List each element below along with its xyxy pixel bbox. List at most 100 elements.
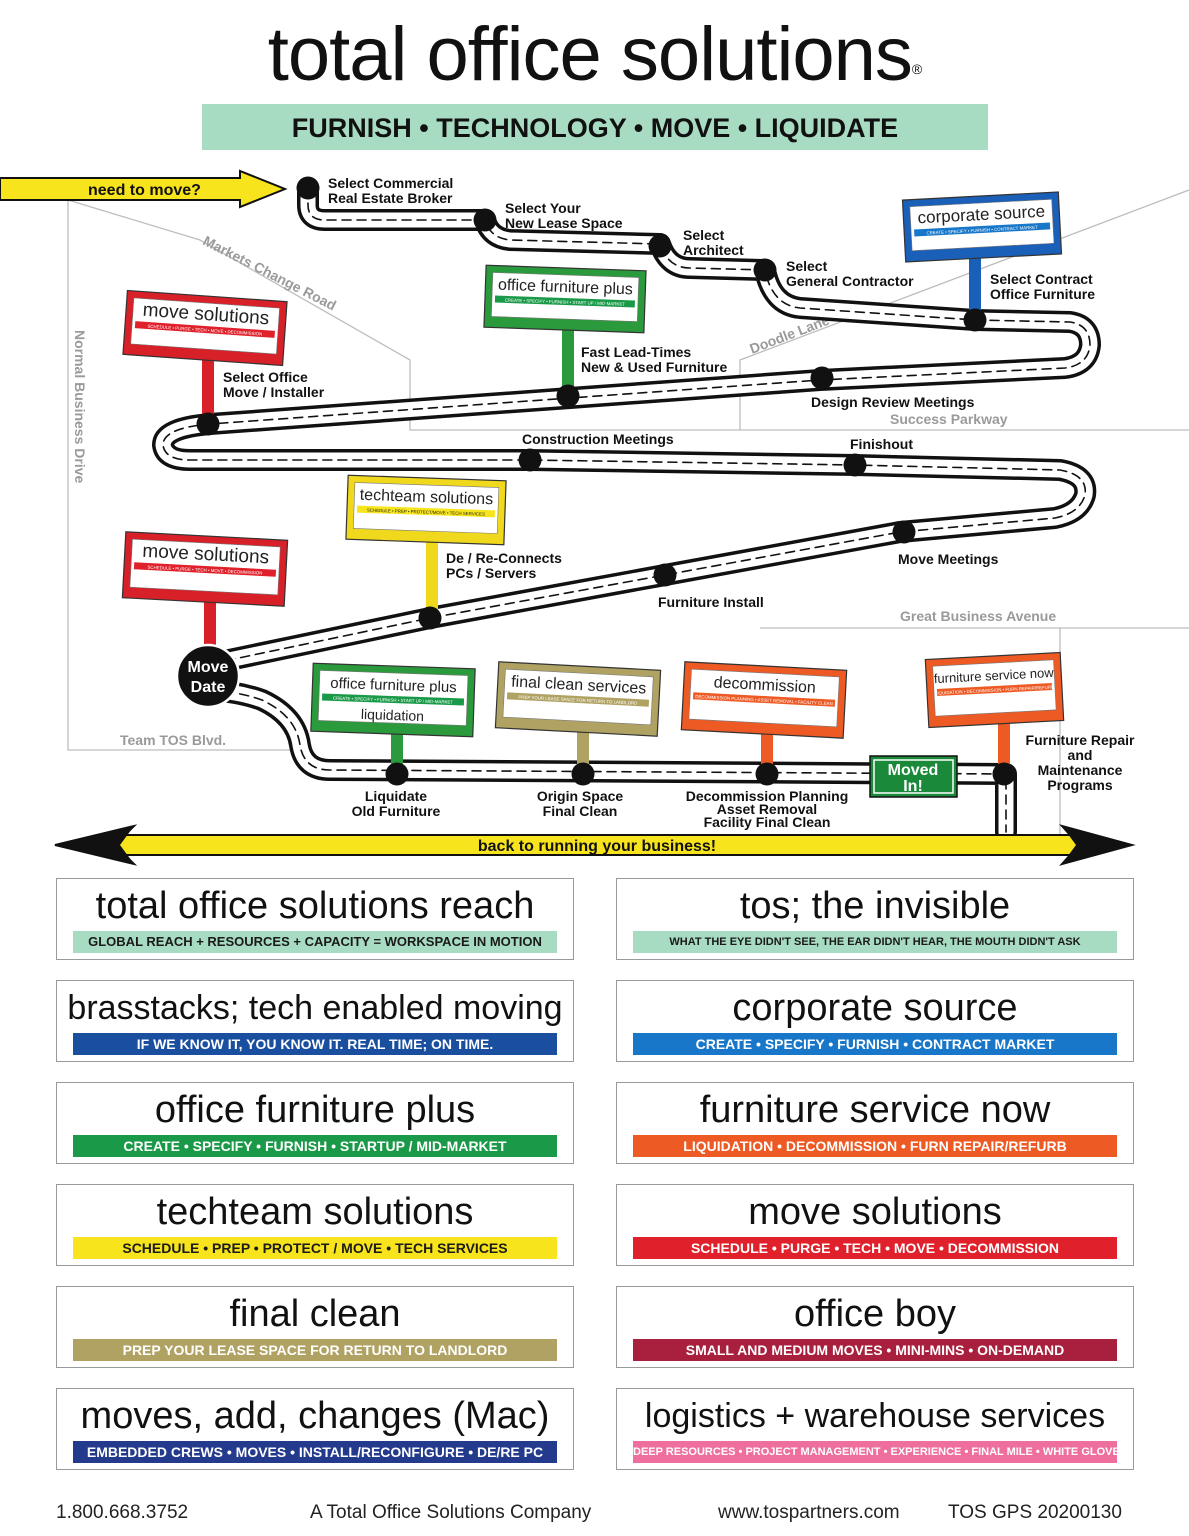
service-card-tagline: SCHEDULE • PURGE • TECH • MOVE • DECOMMI… — [633, 1237, 1117, 1259]
service-card-tagline: WHAT THE EYE DIDN'T SEE, THE EAR DIDN'T … — [633, 931, 1117, 953]
road-stop — [963, 308, 987, 332]
step-label-design-review: Design Review Meetings — [811, 394, 975, 410]
service-card-tagline: DEEP RESOURCES • PROJECT MANAGEMENT • EX… — [633, 1441, 1117, 1463]
service-card: brasstacks; tech enabled moving IF WE KNO… — [56, 980, 574, 1062]
service-card-title: office furniture plus — [154, 1089, 476, 1131]
service-card-tagline: SMALL AND MEDIUM MOVES • MINI-MINS • ON-… — [633, 1339, 1117, 1361]
road-stop — [385, 762, 409, 786]
road-stop — [892, 520, 916, 544]
service-card-title: techteam solutions — [156, 1191, 474, 1233]
sign-subtitle: LIQUIDATION • DECOMMISSION • FURN REPAIR… — [935, 684, 1054, 695]
sign-name: office furniture plus — [498, 277, 633, 299]
road-stop — [648, 234, 672, 258]
road-stop — [296, 176, 320, 200]
step-label-furniture-install: Furniture Install — [658, 594, 764, 610]
service-card-tagline: GLOBAL REACH + RESOURCES + CAPACITY = WO… — [73, 931, 557, 953]
service-card-title: office boy — [794, 1293, 956, 1335]
page-title: total office solutions® — [267, 12, 922, 97]
step-label-construction: Construction Meetings — [522, 431, 674, 447]
road-stop — [753, 258, 777, 282]
service-card-tagline: EMBEDDED CREWS • MOVES • INSTALL/RECONFI… — [73, 1441, 557, 1463]
road-stop — [556, 384, 580, 408]
service-card-tagline: CREATE • SPECIFY • FURNISH • STARTUP / M… — [73, 1135, 557, 1157]
road-stop — [843, 453, 867, 477]
road-stop — [473, 208, 497, 232]
service-card-tagline: IF WE KNOW IT, YOU KNOW IT. REAL TIME; O… — [73, 1033, 557, 1055]
sign-subtitle: PREP YOUR LEASE SPACE FOR RETURN TO LAND… — [518, 694, 637, 705]
road-stop — [810, 366, 834, 390]
road — [152, 177, 1101, 843]
sign-extra: liquidation — [361, 706, 425, 724]
sign-subtitle: CREATE • SPECIFY • FURNISH • START UP / … — [333, 696, 454, 705]
street-normal-business: Normal Business Drive — [72, 330, 88, 483]
road-stop — [571, 762, 595, 786]
street-great-business: Great Business Avenue — [900, 608, 1056, 624]
service-card-tagline: PREP YOUR LEASE SPACE FOR RETURN TO LAND… — [73, 1339, 557, 1361]
road-stop — [418, 606, 442, 630]
footer-version: TOS GPS 20200130 — [948, 1502, 1122, 1523]
registered-mark: ® — [911, 61, 922, 77]
end-arrow: back to running your business! — [54, 824, 1136, 866]
footer-company: A Total Office Solutions Company — [310, 1502, 592, 1523]
sign-subtitle: CREATE • SPECIFY • FURNISH • START UP / … — [505, 298, 626, 307]
sign-subtitle: CREATE • SPECIFY • FURNISH • CONTRACT MA… — [926, 225, 1038, 236]
service-card-title: furniture service now — [699, 1089, 1051, 1131]
service-card-title: brasstacks; tech enabled moving — [67, 989, 563, 1027]
start-arrow: need to move? — [0, 169, 288, 209]
service-card-tagline: SCHEDULE • PREP • PROTECT / MOVE • TECH … — [73, 1237, 557, 1259]
road-stop — [992, 762, 1016, 786]
service-card-tagline: LIQUIDATION • DECOMMISSION • FURN REPAIR… — [633, 1135, 1117, 1157]
sign-subtitle: SCHEDULE • PREP • PROTECT/MOVE • TECH SE… — [367, 508, 485, 517]
step-label-finishout: Finishout — [850, 436, 913, 452]
end-arrow-label: back to running your business! — [478, 838, 716, 855]
sign-name: decommission — [713, 674, 816, 696]
service-card-tagline: CREATE • SPECIFY • FURNISH • CONTRACT MA… — [633, 1033, 1117, 1055]
step-label-move-meetings: Move Meetings — [898, 551, 999, 567]
service-card-title: tos; the invisible — [739, 885, 1011, 927]
sign-name: office furniture plus — [330, 675, 457, 696]
service-card-title: logistics + warehouse services — [644, 1397, 1106, 1435]
service-card-title: corporate source — [732, 987, 1018, 1029]
road-stop — [755, 762, 779, 786]
road-stop — [653, 563, 677, 587]
service-card-title: moves, add, changes (Mac) — [80, 1395, 550, 1437]
service-card-title: total office solutions reach — [95, 885, 535, 927]
journey-map: Markets Change Road Normal Business Driv… — [0, 169, 1189, 866]
street-team-tos: Team TOS Blvd. — [120, 732, 226, 748]
footer-phone: 1.800.668.3752 — [56, 1502, 189, 1523]
footer-website[interactable]: www.tospartners.com — [718, 1502, 900, 1523]
sign-name: techteam solutions — [359, 487, 493, 509]
